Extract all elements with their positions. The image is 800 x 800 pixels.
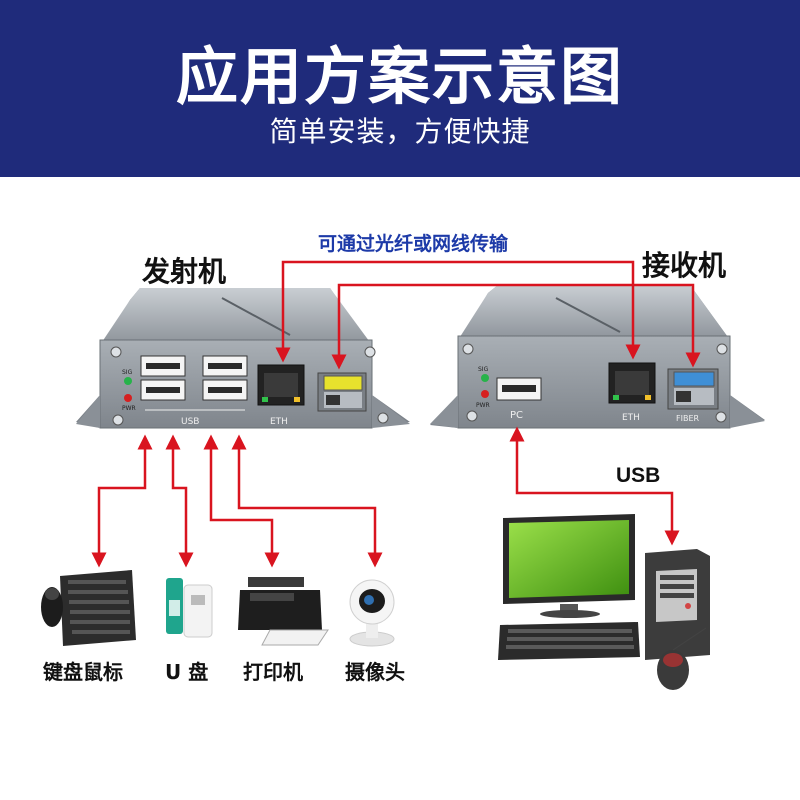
rx-sig-label: SIG bbox=[478, 366, 489, 373]
receiver-unit: SIG PWR PC ETH FIBER bbox=[430, 285, 765, 429]
rx-eth-port-label: ETH bbox=[622, 413, 640, 423]
usb-drive-arrow bbox=[165, 434, 194, 568]
receiver-label: 接收机 bbox=[642, 249, 727, 282]
page-title: 应用方案示意图 bbox=[175, 40, 624, 113]
computer-usb-arrow bbox=[509, 426, 680, 546]
keyboard-arrow bbox=[91, 434, 153, 568]
device-label-usb-drive: U 盘 bbox=[165, 660, 209, 684]
fiber-link-arrow bbox=[331, 283, 701, 370]
transmitter-label: 发射机 bbox=[142, 255, 227, 288]
tx-usb-port-label: USB bbox=[181, 417, 199, 427]
device-label-camera: 摄像头 bbox=[345, 660, 405, 684]
rx-pwr-label: PWR bbox=[476, 402, 490, 409]
device-label-keyboard-mouse: 键盘鼠标 bbox=[43, 660, 123, 684]
header-banner: 应用方案示意图 简单安装，方便快捷 bbox=[0, 0, 800, 177]
tx-pwr-label: PWR bbox=[122, 405, 136, 412]
usb-label: USB bbox=[616, 464, 661, 487]
tx-fiber-module bbox=[317, 372, 367, 412]
printer-arrow bbox=[203, 434, 280, 568]
rx-pc-port-label: PC bbox=[510, 410, 523, 421]
usb-drive-icon bbox=[166, 578, 213, 638]
link-label: 可通过光纤或网线传输 bbox=[318, 233, 509, 255]
device-label-printer: 打印机 bbox=[243, 660, 303, 684]
tx-eth-port-label: ETH bbox=[270, 417, 288, 427]
keyboard-mouse-icon bbox=[41, 570, 136, 646]
transmitter-unit: SIG PWR USB ETH bbox=[76, 288, 410, 429]
camera-icon bbox=[349, 579, 395, 647]
link-arrows bbox=[275, 260, 701, 370]
tx-sig-label: SIG bbox=[122, 369, 133, 376]
rx-fiber-port-label: FIBER bbox=[676, 414, 700, 423]
eth-link-arrow bbox=[275, 260, 641, 363]
rx-fiber-module bbox=[667, 368, 719, 410]
tx-usb-ports bbox=[140, 355, 248, 411]
camera-arrow bbox=[231, 434, 383, 568]
computer-icon bbox=[498, 514, 710, 690]
page-subtitle: 简单安装，方便快捷 bbox=[269, 115, 531, 148]
printer-icon bbox=[238, 577, 329, 646]
device-arrows bbox=[91, 426, 680, 568]
